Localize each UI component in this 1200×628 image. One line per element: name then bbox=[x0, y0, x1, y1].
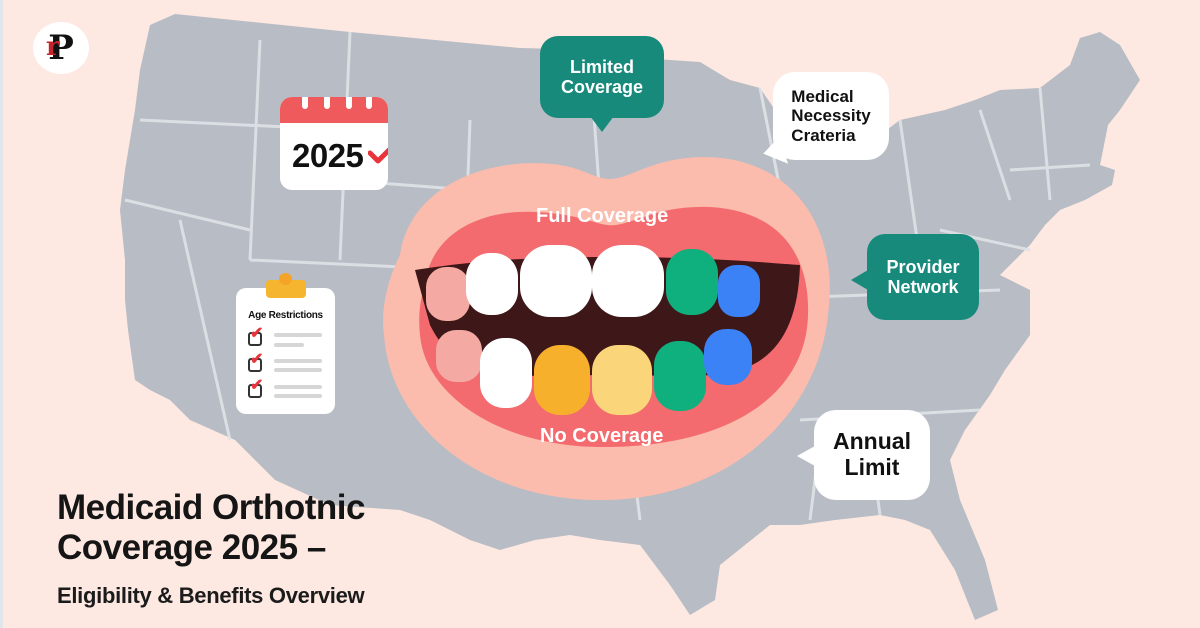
checkbox-icon bbox=[248, 358, 262, 372]
mouth-illustration bbox=[383, 156, 830, 501]
bubble-text: Provider bbox=[886, 256, 960, 277]
tooth bbox=[480, 338, 532, 408]
limited-coverage-bubble: Limited Coverage bbox=[540, 36, 664, 118]
bubble-text: Limited bbox=[569, 56, 634, 77]
tooth bbox=[666, 249, 718, 315]
calendar-ring bbox=[324, 97, 330, 109]
tooth bbox=[520, 245, 592, 317]
tooth bbox=[534, 345, 590, 415]
no-coverage-label: No Coverage bbox=[540, 425, 664, 447]
bubble-text: Coverage bbox=[560, 77, 644, 97]
text-placeholder-line bbox=[274, 368, 322, 372]
clipboard-clip-knob bbox=[279, 273, 292, 285]
calendar-year: 2025 bbox=[292, 137, 364, 174]
page-title: Medicaid Orthotnic Coverage 2025 – bbox=[57, 488, 365, 567]
check-icon: ✔ bbox=[250, 325, 264, 342]
bubble-text: Crateria bbox=[791, 125, 856, 145]
tooth bbox=[718, 265, 760, 317]
check-icon: ✔ bbox=[250, 377, 264, 394]
bubble-tail bbox=[797, 446, 815, 466]
tooth bbox=[592, 345, 652, 415]
clipboard-clip bbox=[266, 280, 306, 298]
annual-limit-bubble: Annual Limit bbox=[814, 410, 930, 500]
logo-letter-p: P bbox=[48, 28, 74, 68]
clipboard-title: Age Restrictions bbox=[248, 310, 323, 321]
calendar-ring bbox=[346, 97, 352, 109]
logo-letter-r: r bbox=[46, 32, 60, 62]
tooth bbox=[704, 329, 752, 385]
checkbox-icon bbox=[248, 384, 262, 398]
text-placeholder-line bbox=[274, 385, 322, 389]
medical-necessity-bubble: Medical Necessity Crateria bbox=[773, 72, 889, 160]
full-coverage-label: Full Coverage bbox=[536, 205, 669, 227]
bubble-text: Network bbox=[887, 277, 959, 297]
provider-network-bubble: Provider Network bbox=[867, 234, 979, 320]
age-restrictions-clipboard: Age Restrictions ✔ ✔ ✔ bbox=[236, 288, 335, 414]
calendar-ring bbox=[366, 97, 372, 109]
calendar-ring bbox=[302, 97, 308, 109]
tooth bbox=[466, 253, 518, 315]
title-line: Medicaid Orthotnic bbox=[57, 488, 365, 527]
text-placeholder-line bbox=[274, 333, 322, 337]
tooth bbox=[426, 267, 470, 321]
page-subtitle: Eligibility & Benefits Overview bbox=[57, 583, 365, 608]
bubble-tail bbox=[590, 116, 614, 132]
check-icon bbox=[368, 147, 388, 164]
text-placeholder-line bbox=[274, 359, 322, 363]
bubble-text: Limit bbox=[844, 454, 900, 480]
calendar-icon: 2025 bbox=[280, 97, 388, 190]
text-placeholder-line bbox=[274, 394, 322, 398]
check-icon: ✔ bbox=[250, 351, 264, 368]
text-placeholder-line bbox=[274, 343, 304, 347]
bubble-text: Annual bbox=[833, 428, 911, 455]
tooth bbox=[592, 245, 664, 317]
bubble-tail bbox=[851, 270, 868, 290]
bubble-text: Necessity bbox=[791, 106, 871, 126]
checkbox-icon bbox=[248, 332, 262, 346]
tooth bbox=[654, 341, 706, 411]
brand-logo[interactable]: P r bbox=[33, 22, 89, 74]
left-edge-strip bbox=[0, 0, 3, 628]
tooth bbox=[436, 330, 482, 382]
bubble-text: Medical bbox=[791, 87, 854, 107]
title-line: Coverage 2025 – bbox=[57, 527, 326, 567]
